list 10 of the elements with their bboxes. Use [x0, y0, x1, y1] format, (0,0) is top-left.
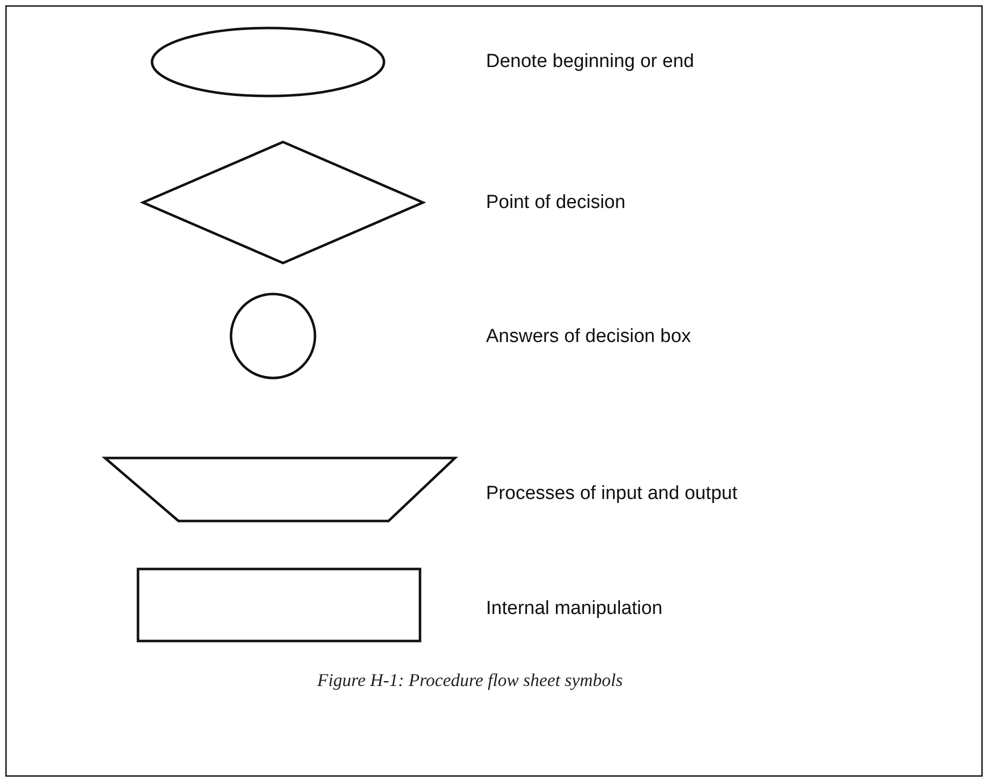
symbol-description: Answers of decision box: [486, 326, 691, 348]
figure-caption: Figure H-1: Procedure flow sheet symbols: [316, 670, 624, 691]
rectangle-symbol: [138, 569, 420, 641]
circle-symbol: [231, 294, 315, 378]
ellipse-symbol: [152, 28, 384, 96]
decision-diamond: [143, 142, 423, 263]
symbol-description: Processes of input and output: [486, 483, 738, 505]
symbol-description: Internal manipulation: [486, 598, 662, 620]
symbol-description: Denote beginning or end: [486, 51, 694, 73]
symbol-description: Point of decision: [486, 192, 626, 214]
